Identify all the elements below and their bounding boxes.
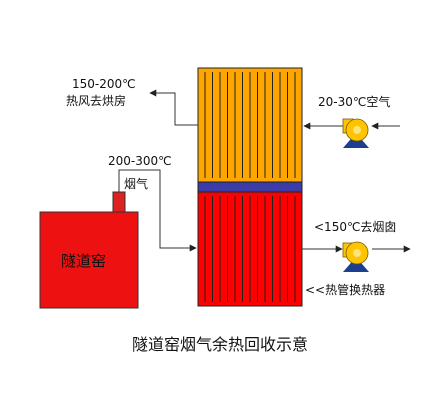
flue-gas-line [118,169,197,252]
diagram-caption: 隧道窑烟气余热回收示意 [132,335,309,354]
exchanger-lower-tubes [204,196,296,302]
flue-gas-label: 烟气 [124,177,149,191]
fan-pump-icon [342,241,369,272]
to-chimney-label: <150℃去烟囱 [314,220,397,234]
fresh-air-label: 20-30℃空气 [318,95,391,109]
exchanger-separator [197,181,303,193]
fan-pump-icon [342,118,369,148]
flue-temp-label: 200-300℃ [108,154,172,168]
exchanger-upper-tubes [204,72,296,178]
hot-air-dest-label: 热风去烘房 [66,94,127,108]
hot-air-temp-label: 150-200℃ [72,77,136,91]
kiln-chimney [112,191,126,213]
heat-exchanger-label: <<热管换热器 [305,283,386,297]
hot-air-line [149,89,198,126]
kiln-label: 隧道窑 [61,252,107,270]
tunnel-kiln [39,211,139,309]
